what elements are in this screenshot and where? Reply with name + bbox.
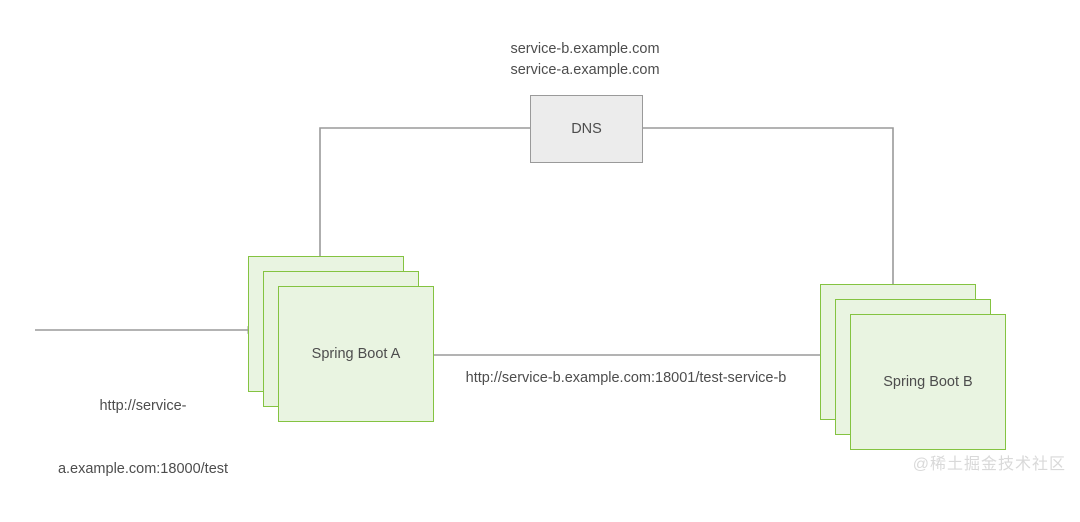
edge-dns-to-service-b: [643, 127, 894, 286]
edge-label-inbound-request: http://service- a.example.com:18000/test: [58, 354, 228, 522]
service-a-node[interactable]: Spring Boot A: [248, 256, 434, 422]
service-b-instance-front[interactable]: Spring Boot B: [850, 314, 1006, 450]
service-b-label: Spring Boot B: [883, 374, 973, 390]
service-a-label: Spring Boot A: [311, 346, 401, 362]
watermark: @稀土掘金技术社区: [912, 456, 1066, 473]
edge-label-inbound-request-line1: http://service-: [99, 398, 187, 414]
dns-node-label: DNS: [571, 121, 602, 137]
service-a-instance-front[interactable]: Spring Boot A: [278, 286, 434, 422]
service-b-node[interactable]: Spring Boot B: [820, 284, 1006, 450]
dns-node[interactable]: DNS: [530, 95, 643, 163]
diagram-canvas: service-b.example.com service-a.example.…: [35, 39, 1066, 477]
edge-label-a-to-b-request: http://service-b.example.com:18001/test-…: [465, 370, 787, 386]
dns-domain-service-b: service-b.example.com: [510, 41, 660, 57]
connector-edges: [35, 127, 894, 356]
dns-domain-list: service-b.example.com service-a.example.…: [510, 39, 659, 81]
edge-dns-to-service-a: [319, 127, 530, 266]
edge-label-inbound-request-line2: a.example.com:18000/test: [57, 461, 229, 477]
dns-domain-service-a: service-a.example.com: [510, 62, 660, 78]
